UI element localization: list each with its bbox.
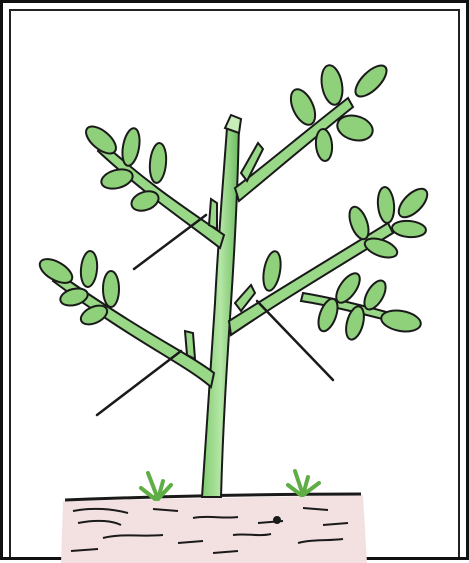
leaf bbox=[315, 128, 334, 161]
leaf bbox=[261, 250, 284, 292]
leaf bbox=[120, 127, 142, 167]
soil-bed bbox=[61, 494, 367, 563]
leaf bbox=[362, 235, 399, 262]
pointer-line-lower-left bbox=[97, 351, 181, 415]
grass-tuft-right bbox=[288, 471, 319, 495]
leaf bbox=[380, 308, 423, 335]
grass-tuft-left bbox=[141, 473, 171, 499]
leaf bbox=[394, 184, 432, 222]
leaf bbox=[79, 250, 98, 287]
leaf bbox=[350, 60, 391, 101]
pointer-line-upper-left bbox=[134, 215, 206, 269]
leaf bbox=[360, 277, 390, 313]
leaf bbox=[148, 142, 167, 183]
trunk bbox=[202, 121, 239, 497]
leaf bbox=[346, 204, 373, 241]
leaf bbox=[376, 186, 395, 223]
leaf bbox=[391, 220, 426, 239]
sapling-drawing bbox=[3, 3, 469, 563]
leaf bbox=[319, 64, 346, 107]
cut-stub-left-upper bbox=[209, 199, 217, 229]
leaf bbox=[103, 271, 119, 307]
leaf bbox=[286, 86, 320, 129]
cut-stub-left-lower bbox=[185, 331, 195, 359]
